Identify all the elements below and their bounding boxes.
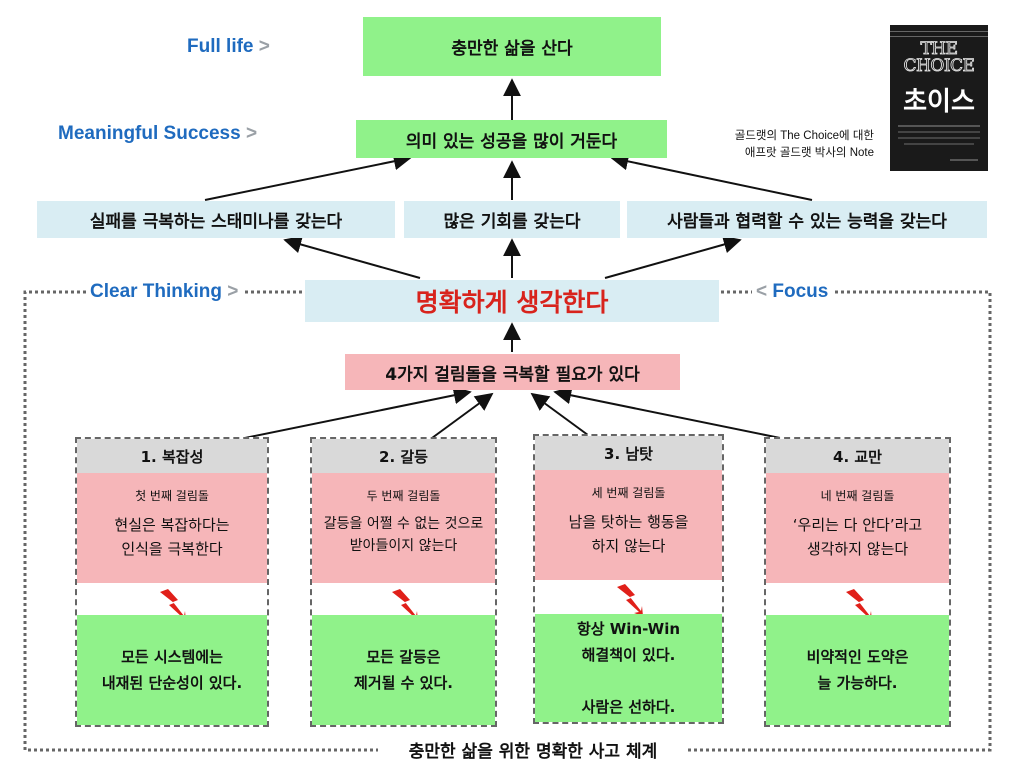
center-title-box: 명확하게 생각한다: [305, 280, 719, 322]
card-sub: 첫 번째 걸림돌: [135, 489, 209, 503]
card-sub: 두 번째 걸림돌: [366, 489, 441, 503]
book-title-ko: 초이스: [903, 87, 975, 117]
card-main: 현실은 복잡하다는 인식을 극복한다: [114, 516, 230, 558]
book-cover-image: THE CHOICE 초이스: [890, 25, 988, 171]
collaboration-box: 사람들과 협력할 수 있는 능력을 갖는다: [627, 201, 987, 238]
meaningful-success-label: Meaningful Success >: [58, 123, 258, 144]
obstacles-box: 4가지 걸림돌을 극복할 필요가 있다: [345, 354, 680, 390]
card-obstacle: 첫 번째 걸림돌 현실은 복잡하다는 인식을 극복한다: [77, 473, 267, 583]
lightning-bolt-icon: [845, 589, 872, 621]
card-main: 갈등을 어쩔 수 없는 것으로 받아들이지 않는다: [323, 516, 484, 555]
card-obstacle: 두 번째 걸림돌 갈등을 어쩔 수 없는 것으로 받아들이지 않는다: [312, 473, 495, 583]
obstacle-card-1: 1. 복잡성 첫 번째 걸림돌 현실은 복잡하다는 인식을 극복한다 모든 시스…: [75, 437, 269, 727]
lightning-bolt-icon: [391, 589, 418, 621]
card-heading: 2. 갈등: [312, 439, 495, 473]
focus-label: < Focus: [752, 281, 833, 303]
lightning-bolt-icon: [160, 589, 186, 621]
card-sub: 네 번째 걸림돌: [820, 489, 895, 503]
card-obstacle: 네 번째 걸림돌 ‘우리는 다 안다’라고 생각하지 않는다: [766, 473, 949, 583]
card-main: 남을 탓하는 행동을 하지 않는다: [568, 513, 689, 555]
card-solution: 모든 갈등은 제거될 수 있다.: [312, 615, 495, 725]
card-solution: 항상 Win-Win 해결책이 있다. 사람은 선하다.: [535, 614, 722, 722]
lightning-bolt-icon: [616, 584, 643, 616]
card-obstacle: 세 번째 걸림돌 남을 탓하는 행동을 하지 않는다: [535, 470, 722, 580]
full-life-label: Full life >: [187, 36, 270, 57]
card-heading: 4. 교만: [766, 439, 949, 473]
book-title-en: THE CHOICE: [903, 39, 975, 76]
full-life-box: 충만한 삶을 산다: [363, 17, 661, 76]
bottom-title: 충만한 삶을 위한 명확한 사고 체계: [380, 737, 686, 762]
card-sub: 세 번째 걸림돌: [591, 486, 666, 500]
card-solution: 비약적인 도약은 늘 가능하다.: [766, 615, 949, 725]
stamina-box: 실패를 극복하는 스태미나를 갖는다: [37, 201, 395, 238]
card-main: ‘우리는 다 안다’라고 생각하지 않는다: [792, 516, 923, 558]
card-heading: 3. 남탓: [535, 436, 722, 470]
opportunity-box: 많은 기회를 갖는다: [404, 201, 620, 238]
obstacle-card-2: 2. 갈등 두 번째 걸림돌 갈등을 어쩔 수 없는 것으로 받아들이지 않는다…: [310, 437, 497, 727]
meaningful-success-box: 의미 있는 성공을 많이 거둔다: [356, 120, 667, 158]
obstacle-card-3: 3. 남탓 세 번째 걸림돌 남을 탓하는 행동을 하지 않는다 항상 Win-…: [533, 434, 724, 724]
card-heading: 1. 복잡성: [77, 439, 267, 473]
obstacle-card-4: 4. 교만 네 번째 걸림돌 ‘우리는 다 안다’라고 생각하지 않는다 비약적…: [764, 437, 951, 727]
source-note: 골드랫의 The Choice에 대한 애프랏 골드랫 박사의 Note: [734, 130, 874, 160]
card-solution: 모든 시스템에는 내재된 단순성이 있다.: [77, 615, 267, 725]
clear-thinking-label: Clear Thinking >: [86, 281, 243, 303]
